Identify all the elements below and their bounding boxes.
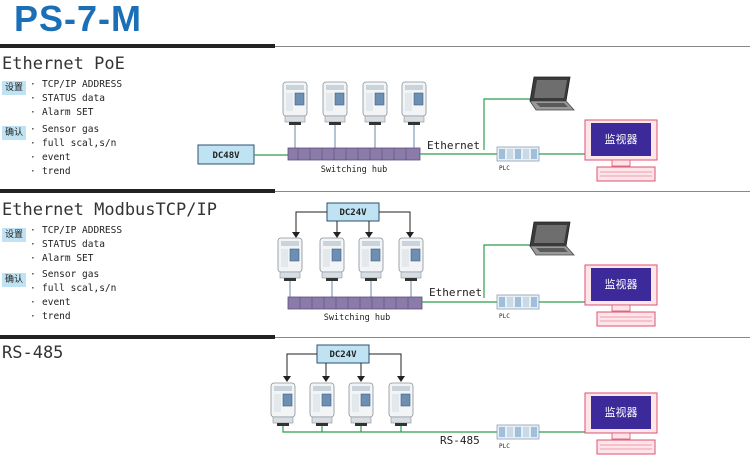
tag-set: 设置: [2, 81, 26, 95]
gas-detector: [362, 81, 388, 126]
monitor-label: 监视器: [605, 405, 638, 419]
power-label: DC24V: [329, 350, 357, 360]
list-item: ·full scal,s/n: [30, 138, 117, 149]
laptop-icon: [529, 221, 575, 256]
link-label: Ethernet: [427, 139, 480, 152]
plc-label: PLC: [499, 313, 510, 320]
gas-detector: [319, 237, 345, 282]
monitor-icon: [584, 119, 658, 182]
gas-detector: [322, 81, 348, 126]
tag-confirm: 确认: [2, 273, 26, 287]
gas-detector: [388, 382, 414, 427]
hub-label: Switching hub: [321, 165, 388, 175]
plc-label: PLC: [499, 165, 510, 172]
list-item: ·STATUS data: [30, 93, 105, 104]
gas-detector: [309, 382, 335, 427]
list-item: ·event: [30, 152, 71, 163]
laptop-icon: [529, 76, 575, 111]
hub-label: Switching hub: [324, 313, 391, 323]
list-item: ·trend: [30, 311, 71, 322]
section-title-modbus: Ethernet ModbusTCP/IP: [2, 200, 217, 220]
list-item: ·Sensor gas: [30, 124, 100, 135]
switching-hub: [287, 296, 423, 310]
plc-unit: [496, 146, 540, 162]
link-label: Ethernet: [429, 286, 482, 299]
gas-detector: [282, 81, 308, 126]
modbus-diagram: DC24V Switching hub Ethernet PLC: [277, 202, 658, 327]
list-item: ·Sensor gas: [30, 269, 100, 280]
list-item: ·trend: [30, 166, 71, 177]
plc-label: PLC: [499, 443, 510, 450]
list-item: ·event: [30, 297, 71, 308]
section-title-rs485: RS-485: [2, 343, 64, 363]
power-label: DC24V: [339, 208, 367, 218]
monitor-label: 监视器: [605, 132, 638, 146]
gas-detector: [348, 382, 374, 427]
list-item: ·full scal,s/n: [30, 283, 117, 294]
monitor-icon: [584, 392, 658, 455]
section-divider-thin: [275, 337, 750, 338]
section-divider-thin: [275, 191, 750, 192]
gas-detector: [398, 237, 424, 282]
tag-confirm: 确认: [2, 126, 26, 140]
section-divider: [0, 335, 275, 339]
rs485-diagram: DC24V RS-485 PLC 监视器: [270, 344, 658, 455]
monitor-icon: [584, 264, 658, 327]
plc-unit: [496, 294, 540, 310]
plc-unit: [496, 424, 540, 440]
power-label: DC48V: [212, 151, 240, 161]
list-item: ·TCP/IP ADDRESS: [30, 225, 123, 236]
link-label: RS-485: [440, 434, 480, 447]
monitor-label: 监视器: [605, 277, 638, 291]
gas-detector: [270, 382, 296, 427]
title-underline-thin: [275, 46, 750, 47]
gas-detector: [358, 237, 384, 282]
list-item: ·STATUS data: [30, 239, 105, 250]
gas-detector: [277, 237, 303, 282]
list-item: ·Alarm SET: [30, 253, 94, 264]
switching-hub: [287, 147, 421, 161]
list-item: ·TCP/IP ADDRESS: [30, 79, 123, 90]
poe-diagram: DC48V Switching hub Ethernet PLC 监视器: [197, 76, 658, 182]
page-title: PS-7-M: [14, 0, 143, 39]
section-divider: [0, 189, 275, 193]
gas-detector: [401, 81, 427, 126]
title-underline: [0, 44, 275, 48]
section-title-poe: Ethernet PoE: [2, 54, 125, 74]
list-item: ·Alarm SET: [30, 107, 94, 118]
tag-set: 设置: [2, 228, 26, 242]
